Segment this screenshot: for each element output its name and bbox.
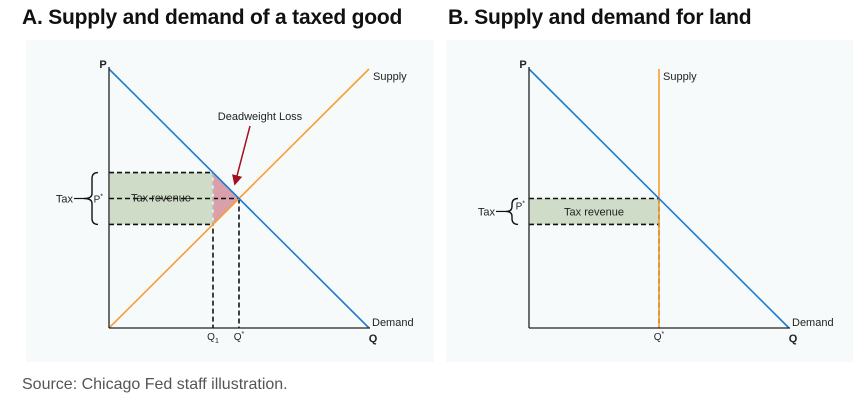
a-deadweight-loss-arrow: [232, 125, 251, 186]
a-q1-label: Q1: [207, 332, 219, 345]
b-supply-label: Supply: [663, 71, 697, 83]
b-demand-line: [528, 68, 790, 329]
b-tax-label: Tax: [478, 206, 496, 218]
a-tax-label: Tax: [56, 194, 74, 206]
a-demand-line: [108, 68, 370, 329]
panel-a-title: A. Supply and demand of a taxed good: [22, 6, 403, 29]
a-q-star-label: Q*: [234, 331, 245, 343]
a-x-axis-label: Q: [369, 333, 378, 345]
b-q-star-label: Q*: [654, 331, 665, 343]
b-demand-label: Demand: [792, 317, 834, 329]
a-tax-revenue-label: Tax revenue: [131, 193, 191, 205]
b-x-axis-label: Q: [789, 333, 798, 345]
a-supply-label: Supply: [373, 71, 407, 83]
a-p-star-label: P*: [94, 194, 104, 206]
a-y-axis-label: P: [99, 59, 106, 71]
a-deadweight-loss-label: Deadweight Loss: [218, 111, 303, 123]
b-y-axis-label: P: [519, 59, 526, 71]
source-note: Source: Chicago Fed staff illustration.: [22, 376, 288, 393]
b-tax-revenue-area: [530, 198, 659, 225]
panel-b-title: B. Supply and demand for land: [448, 6, 752, 29]
b-p-star-label: P*: [516, 201, 526, 213]
a-demand-label: Demand: [372, 317, 414, 329]
b-tax-revenue-label: Tax revenue: [564, 206, 624, 218]
